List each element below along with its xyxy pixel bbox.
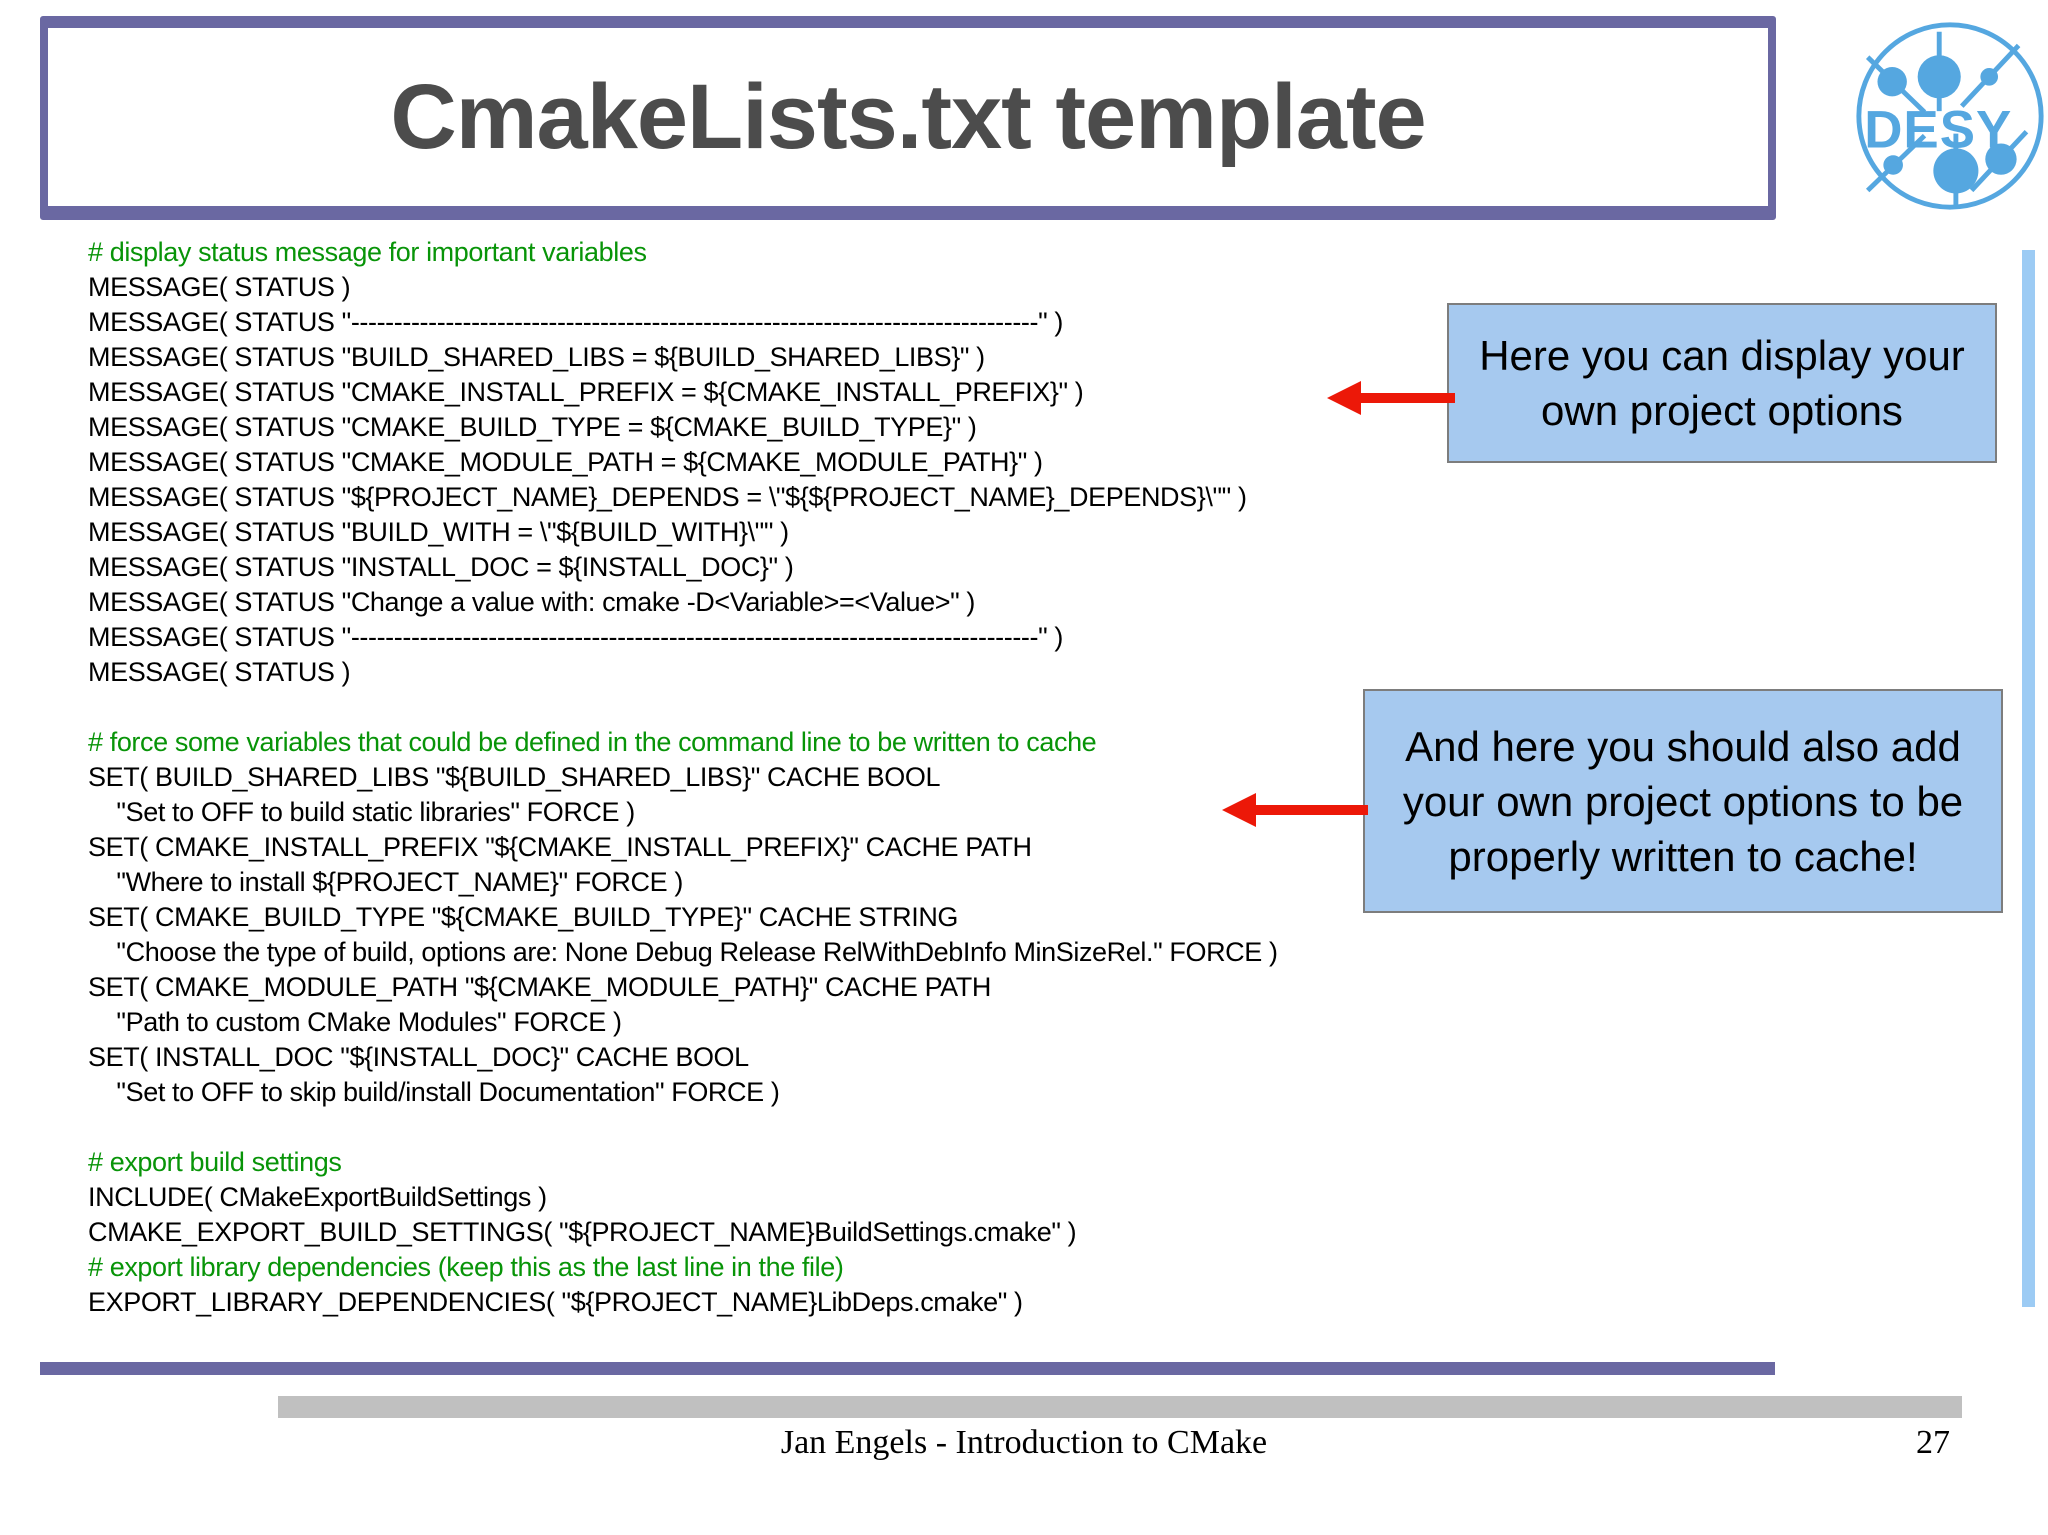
code-line: CMAKE_EXPORT_BUILD_SETTINGS( "${PROJECT_… [88,1217,1077,1247]
code-line: MESSAGE( STATUS ) [88,272,351,302]
code-line: MESSAGE( STATUS ) [88,657,351,687]
code-line: "Set to OFF to skip build/install Docume… [88,1077,780,1107]
desy-logo: DESY [1856,22,2044,210]
code-line: SET( CMAKE_INSTALL_PREFIX "${CMAKE_INSTA… [88,832,1032,862]
page-title: CmakeLists.txt template [390,65,1426,168]
code-line: SET( BUILD_SHARED_LIBS "${BUILD_SHARED_L… [88,762,941,792]
code-line: MESSAGE( STATUS "${PROJECT_NAME}_DEPENDS… [88,482,1247,512]
code-line: SET( CMAKE_BUILD_TYPE "${CMAKE_BUILD_TYP… [88,902,959,932]
code-comment-line: # display status message for important v… [88,237,647,267]
callout-display-options: Here you can display your own project op… [1447,303,1997,463]
left-arrow-icon [1222,793,1368,827]
code-line: MESSAGE( STATUS "-----------------------… [88,307,1063,337]
code-line: MESSAGE( STATUS "CMAKE_MODULE_PATH = ${C… [88,447,1043,477]
code-line: EXPORT_LIBRARY_DEPENDENCIES( "${PROJECT_… [88,1287,1023,1317]
callout-cache-options-text: And here you should also add your own pr… [1402,722,1964,880]
code-line: MESSAGE( STATUS "CMAKE_INSTALL_PREFIX = … [88,377,1084,407]
code-comment-line: # export build settings [88,1147,342,1177]
footer-accent-bar [40,1362,1775,1375]
left-arrow-icon [1327,381,1455,415]
footer-gray-bar [278,1396,1962,1418]
code-comment-line: # force some variables that could be def… [88,727,1097,757]
logo-outer-circle-icon [1856,22,2044,210]
callout-cache-options: And here you should also add your own pr… [1363,689,2003,913]
code-line: "Choose the type of build, options are: … [88,937,1278,967]
code-line: SET( CMAKE_MODULE_PATH "${CMAKE_MODULE_P… [88,972,991,1002]
code-line: MESSAGE( STATUS "INSTALL_DOC = ${INSTALL… [88,552,794,582]
code-line: "Path to custom CMake Modules" FORCE ) [88,1007,622,1037]
code-block: # display status message for important v… [88,235,1588,1320]
logo-text: DESY [1864,100,2012,159]
code-line: MESSAGE( STATUS "Change a value with: cm… [88,587,976,617]
code-line: MESSAGE( STATUS "BUILD_SHARED_LIBS = ${B… [88,342,985,372]
code-line: MESSAGE( STATUS "-----------------------… [88,622,1063,652]
code-line: "Where to install ${PROJECT_NAME}" FORCE… [88,867,683,897]
callout-display-options-text: Here you can display your own project op… [1479,332,1965,434]
code-line [88,1110,1588,1145]
page-number: 27 [1916,1424,1950,1461]
code-line: MESSAGE( STATUS "CMAKE_BUILD_TYPE = ${CM… [88,412,977,442]
code-line: SET( INSTALL_DOC "${INSTALL_DOC}" CACHE … [88,1042,749,1072]
right-edge-bar [2022,250,2035,1307]
code-line: "Set to OFF to build static libraries" F… [88,797,635,827]
footer-credit: Jan Engels - Introduction to CMake [780,1424,1268,1461]
code-line: MESSAGE( STATUS "BUILD_WITH = \"${BUILD_… [88,517,789,547]
code-line: INCLUDE( CMakeExportBuildSettings ) [88,1182,547,1212]
title-box: CmakeLists.txt template [40,16,1776,220]
code-comment-line: # export library dependencies (keep this… [88,1252,844,1282]
